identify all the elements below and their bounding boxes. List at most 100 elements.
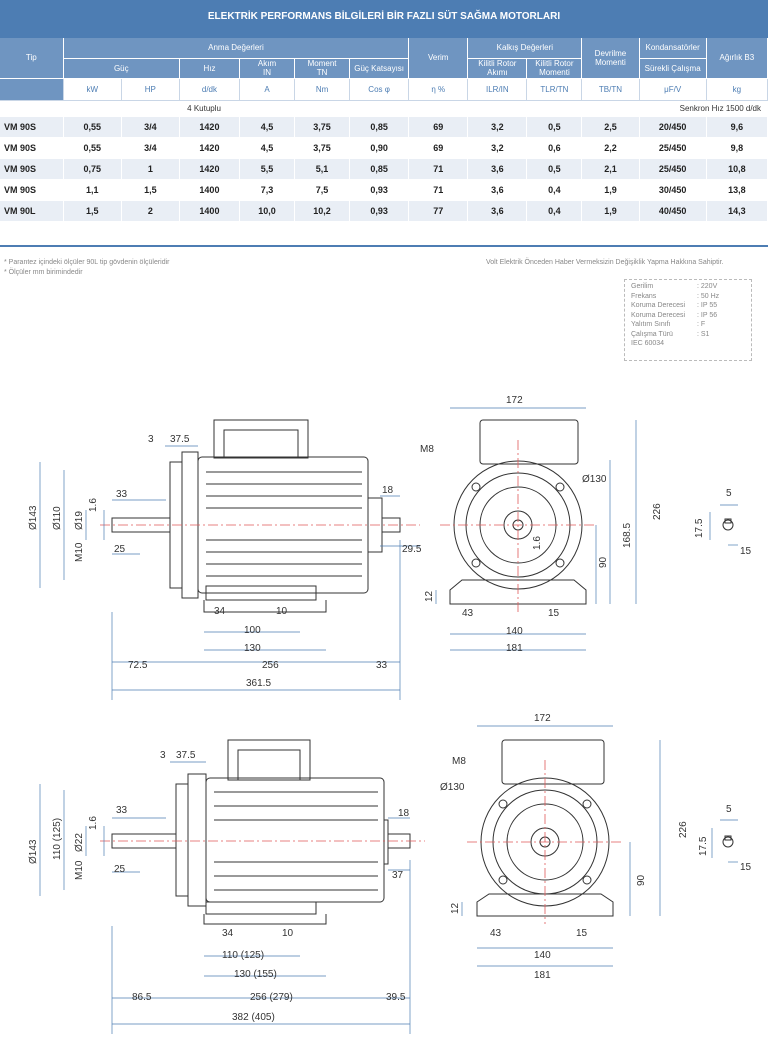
dim1-10: 10 — [276, 606, 288, 617]
dim-k1-17-5: 17.5 — [694, 518, 705, 538]
dim2-22: Ø22 — [74, 833, 85, 852]
table-cell: 77 — [408, 200, 469, 222]
table-cell: 0,75 — [63, 158, 122, 180]
dim1-3: 3 — [148, 434, 154, 445]
dim1-361-5: 361.5 — [246, 678, 271, 689]
unit-eta: η % — [408, 78, 469, 101]
table-cell: 25/450 — [639, 158, 707, 180]
dim-s1-226: 226 — [652, 503, 663, 520]
dim1-33: 33 — [116, 489, 128, 500]
dim-s1-140: 140 — [506, 626, 523, 637]
table-cell: 20/450 — [639, 116, 707, 138]
dim1-110: Ø110 — [52, 506, 63, 530]
table-cell: 0,93 — [349, 179, 410, 201]
col-akim: Akım IN — [239, 58, 296, 79]
note-mm: * Ölçüler mm birimindedir — [4, 269, 83, 276]
col-guc-katsayisi: Güç Katsayısı — [349, 58, 410, 79]
unit-tlr: TLR/TN — [526, 78, 583, 101]
table-cell: 3,2 — [467, 116, 528, 138]
moment-label: Moment — [307, 59, 337, 68]
dim1-143: Ø143 — [28, 505, 39, 530]
moment-symbol: TN — [316, 68, 328, 77]
dim2-25: 25 — [114, 864, 126, 875]
note-rights: Volt Elektrik Önceden Haber Vermeksizin … — [486, 259, 724, 266]
unit-hiz: d/dk — [179, 78, 241, 101]
table-cell: 1,1 — [63, 179, 122, 201]
table-cell: 13,8 — [706, 179, 768, 201]
col-agirlik: Ağırlık B3 — [706, 38, 768, 79]
dim-s2-226: 226 — [678, 821, 689, 838]
table-cell: 0,85 — [349, 116, 410, 138]
table-cell: 1420 — [179, 116, 241, 138]
dim2-33: 33 — [116, 805, 128, 816]
dim-s2-43: 43 — [490, 928, 502, 939]
table-cell: 3,2 — [467, 137, 528, 159]
table-cell: 1400 — [179, 200, 241, 222]
table-cell: 0,55 — [63, 137, 122, 159]
dim-s1-15: 15 — [548, 608, 560, 619]
table-cell: 1420 — [179, 137, 241, 159]
performance-table: Tip Anma Değerleri Verim Kalkış Değerler… — [0, 38, 768, 222]
spec-key: Frekans — [631, 292, 657, 300]
side-view-90l — [111, 739, 411, 925]
table-cell: 7,5 — [294, 179, 351, 201]
table-cell: 0,4 — [526, 179, 583, 201]
col-hiz: Hız — [179, 58, 241, 79]
dim1-37-5: 37.5 — [170, 434, 190, 445]
table-cell: 1,5 — [63, 200, 122, 222]
akim-symbol: IN — [263, 68, 272, 77]
note-parenthesis: * Parantez içindeki ölçüler 90L tip gövd… — [4, 259, 170, 266]
table-cell: 3,6 — [467, 200, 528, 222]
spec-key: IEC 60034 — [631, 340, 665, 347]
table-cell: 69 — [408, 137, 469, 159]
col-verim: Verim — [408, 38, 469, 79]
side-view-90s — [111, 419, 401, 613]
table-cell: 5,1 — [294, 158, 351, 180]
table-cell: 1,9 — [581, 179, 640, 201]
dim-s2-12: 12 — [450, 902, 461, 914]
table-cell: 3/4 — [121, 116, 180, 138]
dim2-37: 37 — [392, 870, 404, 881]
dim1-19: Ø19 — [74, 511, 85, 530]
dim-s1-181: 181 — [506, 643, 523, 654]
table-cell: 0,90 — [349, 137, 410, 159]
col-group-kondansator: Kondansatörler — [639, 38, 707, 59]
table-cell: 1420 — [179, 158, 241, 180]
table-cell: 0,85 — [349, 158, 410, 180]
dim2-m10: M10 — [74, 860, 85, 880]
spec-row: Koruma Derecesi: IP 56 — [631, 312, 745, 322]
dim-s1-168-5: 168.5 — [622, 523, 633, 548]
dim1-100: 100 — [244, 625, 261, 636]
table-cell: 10,8 — [706, 158, 768, 180]
table-cell: 1400 — [179, 179, 241, 201]
dim2-3: 3 — [160, 750, 166, 761]
dim1-29-5: 29.5 — [402, 544, 422, 555]
akim-label: Akım — [257, 59, 277, 68]
dim-s1-130: Ø130 — [582, 474, 607, 485]
table-cell: 30/450 — [639, 179, 707, 201]
col-kilitli-moment: Kilitli Rotor Momenti — [526, 58, 583, 79]
table-cell: 1,9 — [581, 200, 640, 222]
dim-k2-17-5: 17.5 — [698, 836, 709, 856]
col-devrilme: Devrilme Momenti — [581, 38, 640, 79]
dim2-130-155: 130 (155) — [234, 969, 277, 980]
table-cell: 71 — [408, 179, 469, 201]
table-cell: 3,75 — [294, 116, 351, 138]
col-guc: Güç — [63, 58, 180, 79]
unit-kw: kW — [63, 78, 122, 101]
dim-s1-43: 43 — [462, 608, 474, 619]
unit-uf: μF/V — [639, 78, 707, 101]
table-cell: 25/450 — [639, 137, 707, 159]
dim-s2-130: Ø130 — [440, 782, 465, 793]
side-view-90s-dims — [39, 445, 420, 700]
dim1-72-5: 72.5 — [128, 660, 148, 671]
dim-s2-15: 15 — [576, 928, 588, 939]
row-type: VM 90S — [0, 158, 64, 180]
unit-moment: Nm — [294, 78, 351, 101]
front-view-90s-dims — [435, 407, 637, 651]
dim2-382-405: 382 (405) — [232, 1012, 275, 1023]
